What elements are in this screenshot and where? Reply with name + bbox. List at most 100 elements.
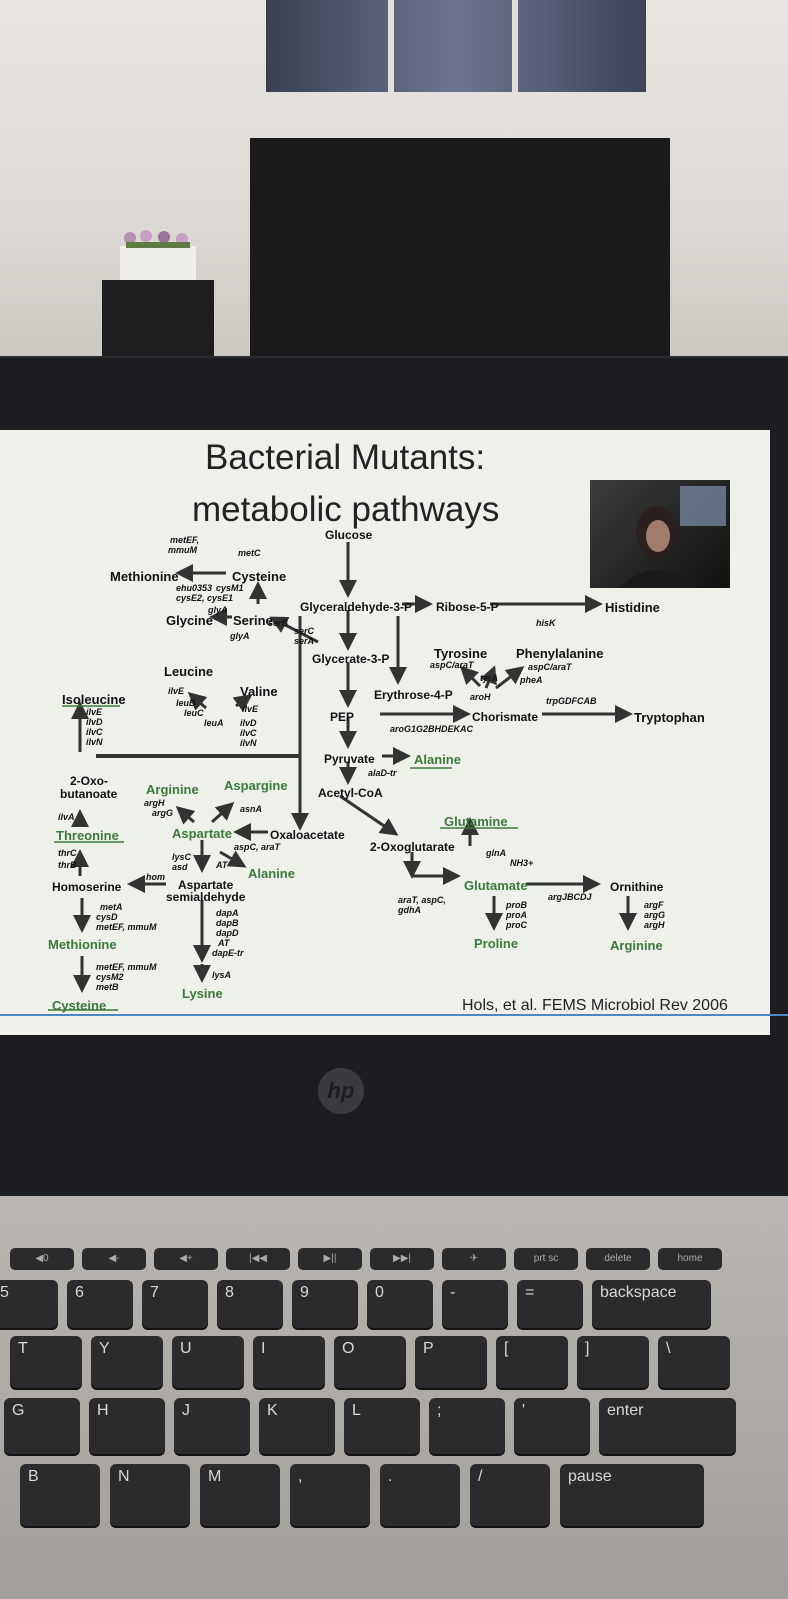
key[interactable]: |◀◀	[226, 1248, 290, 1270]
key[interactable]: -	[442, 1280, 508, 1328]
pathway-label: Chorismate	[472, 710, 539, 724]
key[interactable]: ▶||	[298, 1248, 362, 1270]
pathway-label: Glycine	[166, 613, 213, 628]
key[interactable]: ,	[290, 1464, 370, 1526]
key[interactable]: G	[4, 1398, 80, 1454]
pathway-label: lysC	[172, 852, 192, 862]
pathway-label: alaD-tr	[368, 768, 397, 778]
key-label: \	[666, 1340, 671, 1357]
pathway-label: AT	[216, 860, 228, 870]
pathway-label: leuB	[176, 698, 196, 708]
pathway-label: Glutamine	[444, 814, 508, 829]
pathway-label: leuA	[204, 718, 224, 728]
key[interactable]: 5	[0, 1280, 58, 1328]
key[interactable]: ;	[429, 1398, 505, 1454]
pathway-label: Acetyl-CoA	[318, 786, 383, 800]
pathway-label: Cysteine	[52, 998, 107, 1013]
key[interactable]: delete	[586, 1248, 650, 1270]
key-label: 6	[75, 1284, 84, 1301]
key[interactable]: L	[344, 1398, 420, 1454]
pathway-label: proA	[506, 910, 527, 920]
key-label: G	[12, 1402, 25, 1419]
key[interactable]: 0	[367, 1280, 433, 1328]
key[interactable]: O	[334, 1336, 406, 1388]
key[interactable]: prt sc	[514, 1248, 578, 1270]
key[interactable]: B	[20, 1464, 100, 1526]
key[interactable]: backspace	[592, 1280, 711, 1328]
pathway-label: proB	[506, 900, 527, 910]
key[interactable]: ◀+	[154, 1248, 218, 1270]
key-label: 9	[300, 1284, 309, 1301]
key[interactable]: home	[658, 1248, 722, 1270]
key[interactable]: ◀0	[10, 1248, 74, 1270]
key-label: ✈	[469, 1253, 479, 1264]
pathway-label: glyA	[230, 631, 250, 641]
key[interactable]: pause	[560, 1464, 704, 1526]
pathway-label: metEF, mmuM	[96, 922, 157, 932]
pathway-label: proC	[506, 920, 527, 930]
pathway-label: Glyceraldehyde-3-P	[300, 600, 413, 614]
pathway-label: Phenylalanine	[516, 646, 604, 661]
pathway-label: ilvD	[86, 717, 103, 727]
wall-painting	[266, 0, 646, 92]
key[interactable]: .	[380, 1464, 460, 1526]
slide-title-line1: Bacterial Mutants:	[205, 438, 486, 477]
pathway-label: ilvC	[86, 727, 103, 737]
pathway-label: Threonine	[56, 828, 119, 843]
pathway-label: Pyruvate	[324, 752, 375, 766]
key-label: 8	[225, 1284, 234, 1301]
key[interactable]: J	[174, 1398, 250, 1454]
pathway-label: dapB	[216, 918, 239, 928]
key[interactable]: U	[172, 1336, 244, 1388]
pathway-label: argH	[144, 798, 165, 808]
pathway-label: ilvN	[240, 738, 257, 748]
key[interactable]: M	[200, 1464, 280, 1526]
key-label: 0	[375, 1284, 384, 1301]
key[interactable]: 8	[217, 1280, 283, 1328]
pathway-label: ilvE	[86, 707, 103, 717]
slide-citation: Hols, et al. FEMS Microbiol Rev 2006	[462, 997, 728, 1014]
key[interactable]: I	[253, 1336, 325, 1388]
pathway-label: trpGDFCAB	[546, 696, 597, 706]
pathway-label: Lysine	[182, 986, 223, 1001]
key[interactable]: Y	[91, 1336, 163, 1388]
key[interactable]: /	[470, 1464, 550, 1526]
key-label: ◀0	[35, 1253, 49, 1264]
key[interactable]: 6	[67, 1280, 133, 1328]
pathway-label: Valine	[240, 684, 278, 699]
pathway-label: NH3+	[510, 858, 534, 868]
key[interactable]: T	[10, 1336, 82, 1388]
pathway-label: Arginine	[146, 782, 199, 797]
key[interactable]: N	[110, 1464, 190, 1526]
key[interactable]: [	[496, 1336, 568, 1388]
pathway-label: argJBCDJ	[548, 892, 592, 902]
key[interactable]: enter	[599, 1398, 736, 1454]
pathway-label: Alanine	[248, 866, 295, 881]
key-label: home	[677, 1253, 703, 1264]
key-label: L	[352, 1402, 361, 1419]
key[interactable]: P	[415, 1336, 487, 1388]
key[interactable]: '	[514, 1398, 590, 1454]
key[interactable]: =	[517, 1280, 583, 1328]
key[interactable]: ✈	[442, 1248, 506, 1270]
pathway-label: serB	[268, 618, 289, 628]
key-label: 7	[150, 1284, 159, 1301]
key[interactable]: ▶▶|	[370, 1248, 434, 1270]
pathway-label: Aspartate	[178, 878, 234, 892]
key[interactable]: ◀-	[82, 1248, 146, 1270]
key[interactable]: ]	[577, 1336, 649, 1388]
pathway-label: cysE2, cysE1	[176, 593, 234, 603]
pathway-label: metB	[96, 982, 119, 992]
pathway-label: cysD	[96, 912, 118, 922]
key-label: K	[267, 1402, 278, 1419]
key[interactable]: \	[658, 1336, 730, 1388]
key-label: H	[97, 1402, 109, 1419]
pathway-label: pheA	[520, 675, 543, 685]
key[interactable]: H	[89, 1398, 165, 1454]
pathway-label: PEP	[330, 710, 355, 724]
key[interactable]: 9	[292, 1280, 358, 1328]
key[interactable]: 7	[142, 1280, 208, 1328]
key-label: .	[388, 1468, 393, 1485]
pathway-label: Arginine	[610, 938, 663, 953]
key[interactable]: K	[259, 1398, 335, 1454]
